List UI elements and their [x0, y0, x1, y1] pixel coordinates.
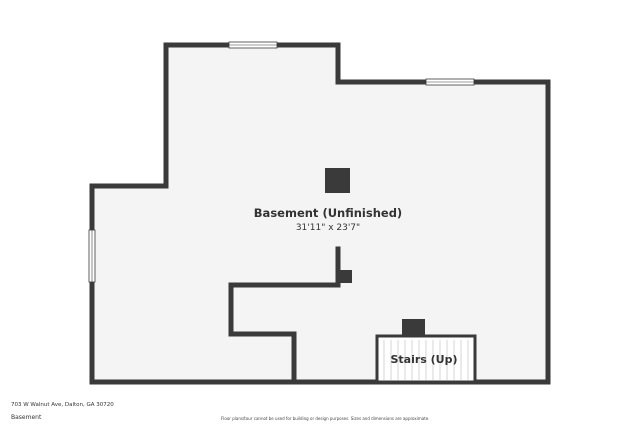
floor-level-label: Basement: [11, 414, 42, 421]
stairs-column: [402, 319, 425, 336]
room-floor-main: [92, 45, 548, 382]
room-dimensions-label: 31'11" x 23'7": [296, 223, 360, 233]
room-floor-lower: [92, 249, 231, 382]
column-small: [339, 270, 352, 283]
stairs: [375, 334, 477, 384]
room-floor-lower-mid: [231, 334, 294, 382]
room-name-label: Basement (Unfinished): [254, 206, 402, 220]
stairs-label: Stairs (Up): [390, 353, 457, 366]
property-address: 703 W Walnut Ave, Dalton, GA 30720: [11, 402, 114, 408]
window-top-left: [228, 41, 278, 49]
disclaimer-text: Floor plans/tour cannot be used for buil…: [221, 416, 430, 421]
column-upper: [325, 168, 350, 193]
exterior-wall: [89, 42, 551, 385]
window-left: [88, 229, 96, 283]
window-top-right: [425, 78, 475, 86]
